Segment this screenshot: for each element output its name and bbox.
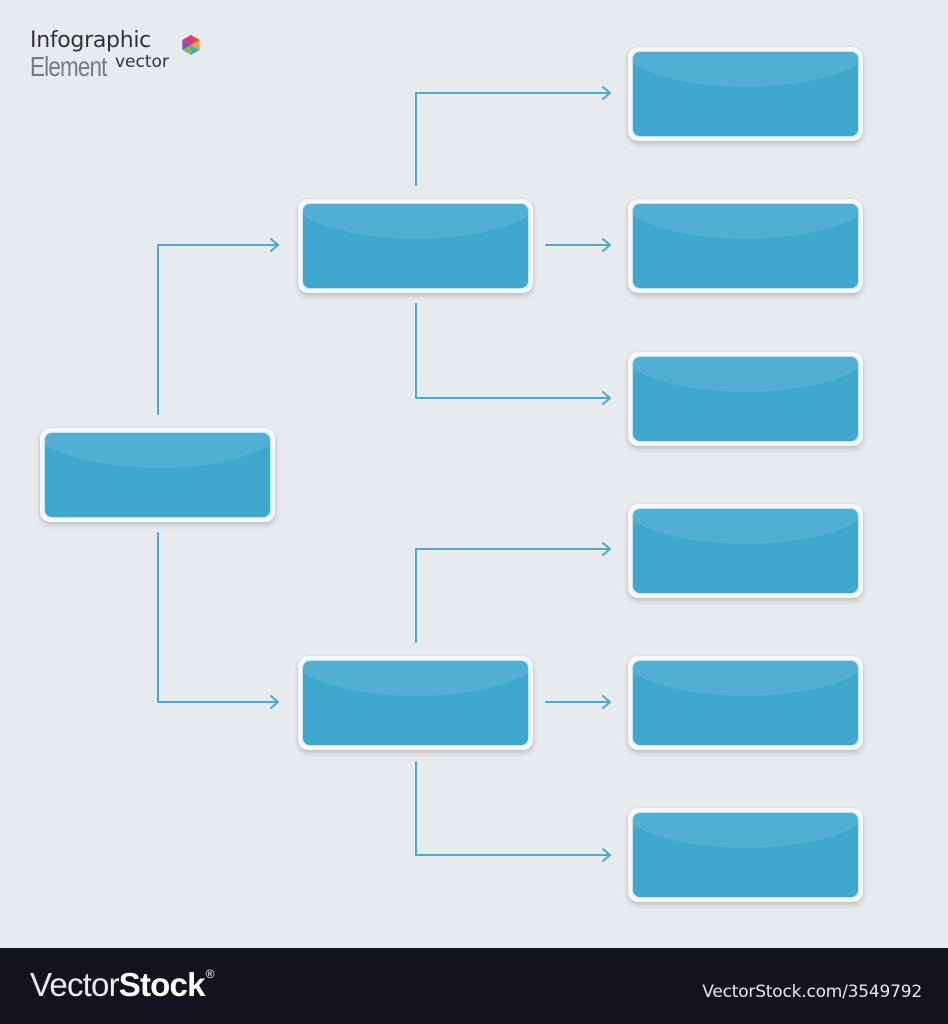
node-leaf-6-fill [632,812,859,898]
logo-text-bold: Stock [118,966,206,1003]
node-branch-2 [298,656,533,750]
node-leaf-3 [628,352,863,446]
node-root [40,428,275,522]
node-leaf-5 [628,656,863,750]
node-branch-1 [298,199,533,293]
node-leaf-1-fill [632,51,859,137]
node-leaf-1 [628,47,863,141]
node-leaf-4 [628,504,863,598]
infographic-title: Infographic Element vector [30,28,169,89]
node-branch-1-fill [302,203,529,289]
registered-mark: ® [205,967,215,981]
color-hexagon-icon [182,35,200,55]
node-leaf-4-fill [632,508,859,594]
node-leaf-2-fill [632,203,859,289]
node-leaf-2 [628,199,863,293]
node-leaf-6 [628,808,863,902]
node-leaf-3-fill [632,356,859,442]
title-vector-text: vector [115,52,169,72]
title-line-1: Infographic [30,28,151,53]
vectorstock-logo: VectorStock® [30,966,214,1004]
image-url-text: VectorStock.com/3549792 [702,982,922,1002]
title-element-text: Element [30,51,107,82]
diagram-canvas: Infographic Element vector [30,28,863,902]
logo-text-thin: Vector [30,966,120,1003]
node-leaf-5-fill [632,660,859,746]
title-line-2: Element vector [30,52,169,87]
node-root-fill [44,432,271,518]
node-branch-2-fill [302,660,529,746]
connector-lines [157,86,611,862]
watermark-footer: VectorStock® VectorStock.com/3549792 [0,948,948,1024]
